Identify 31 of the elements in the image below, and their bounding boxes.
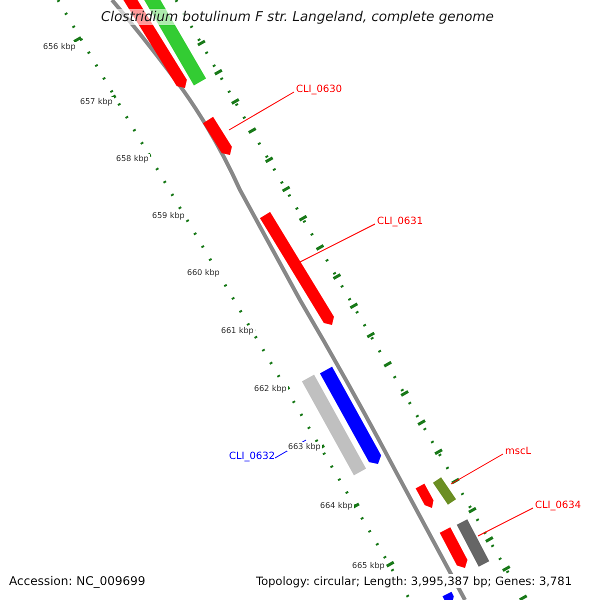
leader-line [478, 508, 534, 536]
tick-label: 658 kbp [115, 154, 150, 163]
gene-label: CLI_0631 [377, 216, 423, 227]
tick-label: 663 kbp [287, 442, 322, 451]
gene-label: CLI_0634 [535, 500, 581, 511]
tick-label: 665 kbp [351, 561, 386, 570]
gene-bar [432, 477, 456, 505]
tick-label: 656 kbp [42, 42, 77, 51]
leader-line [300, 224, 376, 262]
tick-label: 664 kbp [319, 501, 354, 510]
gene-bar [320, 366, 382, 464]
gene-bar [202, 116, 232, 155]
gene-label: CLI_0630 [296, 84, 342, 95]
leader-line [450, 454, 504, 484]
gene-bar [442, 592, 454, 600]
genome-info-text: Topology: circular; Length: 3,995,387 bp; Genes: 3,781 [256, 574, 572, 588]
gene-bar [260, 212, 334, 325]
tick-label: 661 kbp [220, 326, 255, 335]
gene-bar [302, 374, 366, 476]
gene-label: CLI_0632 [229, 451, 275, 462]
tick-label: 660 kbp [186, 268, 221, 277]
tick-label: 657 kbp [79, 97, 114, 106]
accession-text: Accession: NC_009699 [9, 574, 146, 588]
gene-bar [416, 484, 434, 508]
title: Clostridium botulinum F str. Langeland, complete genome [101, 9, 494, 25]
tick-label: 662 kbp [253, 384, 288, 393]
leader-line [228, 92, 294, 130]
gene-bar [456, 519, 490, 567]
tick-label: 659 kbp [151, 211, 186, 220]
gene-label: mscL [505, 446, 532, 457]
gene-bar [440, 527, 468, 568]
